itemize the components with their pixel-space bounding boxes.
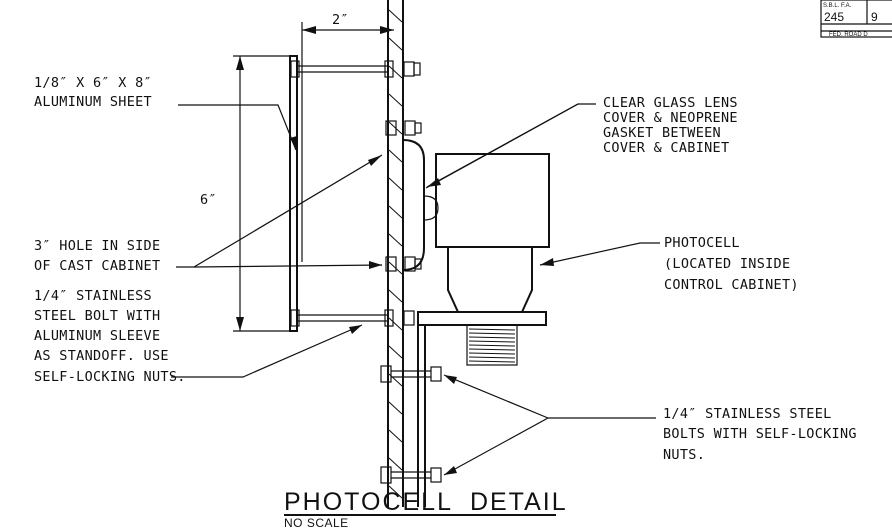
callout-standoff-bolt-line-1: 1/4″ STAINLESS <box>34 288 152 304</box>
lens-bolt-top-head <box>385 120 397 136</box>
callout-bolts-line-2: BOLTS WITH SELF-LOCKING <box>663 426 857 442</box>
callout-aluminum-sheet-line-2: ALUMINUM SHEET <box>34 94 152 110</box>
title-block-frame <box>820 0 892 38</box>
photocell <box>417 153 550 366</box>
standoff-bolt-bottom <box>290 309 415 327</box>
callout-lens-cover: CLEAR GLASS LENS COVER & NEOPRENE GASKET… <box>603 95 738 156</box>
photocell-threaded-base <box>466 324 518 366</box>
callout-aluminum-sheet-line-1: 1/8″ X 6″ X 8″ <box>34 75 152 91</box>
photocell-head <box>435 153 550 248</box>
callout-bolts: 1/4″ STAINLESS STEEL BOLTS WITH SELF-LOC… <box>663 406 857 463</box>
cabinet-wall <box>387 0 404 507</box>
title-block-state-label: S.B.L. F.A. <box>823 3 852 9</box>
drawing-title-text: PHOTOCELL DETAIL <box>284 488 568 516</box>
thread-line <box>468 336 516 339</box>
drawing-subtitle: NO SCALE <box>284 516 349 529</box>
callout-bolts-line-1: 1/4″ STAINLESS STEEL <box>663 406 832 422</box>
lower-bolt-2-head <box>380 466 392 484</box>
callout-standoff-bolt-line-5: SELF-LOCKING NUTS. <box>34 369 186 385</box>
hatch-line <box>388 37 403 51</box>
photocell-body <box>447 247 533 313</box>
leader-lens-cover <box>426 103 596 188</box>
hatch-line <box>388 177 403 191</box>
callout-cabinet-hole: 3″ HOLE IN SIDE OF CAST CABINET <box>34 238 160 274</box>
callout-lens-cover-line-1: CLEAR GLASS LENS <box>603 95 738 111</box>
hatch-line <box>388 485 403 499</box>
title-block-road-label: FED. ROAD D <box>829 32 868 38</box>
title-block-fragment: 9 <box>871 10 878 24</box>
lens-cover-outline <box>402 139 425 271</box>
dimension-width: 2″ <box>301 12 394 262</box>
aluminum-sheet-plate <box>289 55 298 332</box>
callout-standoff-bolt-line-2: STEEL BOLT WITH <box>34 308 160 324</box>
callout-standoff-bolt: 1/4″ STAINLESS STEEL BOLT WITH ALUMINUM … <box>34 288 186 385</box>
photocell-mount-bracket <box>417 311 547 326</box>
drawing-title: PHOTOCELL DETAIL NO SCALE <box>284 488 568 529</box>
leader-cabinet-hole-2 <box>193 264 383 268</box>
callout-standoff-bolt-line-4: AS STANDOFF. USE <box>34 348 169 364</box>
title-block: S.B.L. F.A. 245 9 FED. ROAD D <box>820 0 892 38</box>
leader-standoff-bolt <box>171 324 363 378</box>
photocell-threads <box>468 328 516 363</box>
cabinet-wall-hatching <box>388 9 403 499</box>
thread-line <box>468 340 516 343</box>
hatch-line <box>388 289 403 303</box>
callout-photocell-line-1: PHOTOCELL <box>664 235 740 251</box>
thread-line <box>468 356 516 359</box>
callout-aluminum-sheet: 1/8″ X 6″ X 8″ ALUMINUM SHEET <box>34 75 152 110</box>
leader-lines <box>171 103 660 476</box>
lower-mount <box>380 325 442 507</box>
title-block-number: 245 <box>824 10 844 24</box>
thread-line <box>468 360 516 363</box>
hatch-line <box>388 345 403 359</box>
callout-standoff-bolt-line-3: ALUMINUM SLEEVE <box>34 328 160 344</box>
hatch-line <box>388 149 403 163</box>
thread-line <box>468 332 516 335</box>
lens-cover <box>385 120 439 272</box>
callout-photocell: PHOTOCELL (LOCATED INSIDE CONTROL CABINE… <box>664 235 799 293</box>
callout-lens-cover-line-4: COVER & CABINET <box>603 140 729 156</box>
dimension-width-label: 2″ <box>332 12 349 28</box>
thread-line <box>468 348 516 351</box>
lower-bolt-1-head <box>380 365 392 383</box>
callout-lens-cover-line-2: COVER & NEOPRENE <box>603 110 738 126</box>
hatch-line <box>388 457 403 471</box>
standoff-bolt-top <box>290 60 421 78</box>
hatch-line <box>388 401 403 415</box>
thread-line <box>468 344 516 347</box>
callout-photocell-line-3: CONTROL CABINET) <box>664 277 799 293</box>
hatch-line <box>388 233 403 247</box>
leader-photocell <box>539 242 660 266</box>
aluminum-sheet <box>289 55 298 332</box>
callout-photocell-line-2: (LOCATED INSIDE <box>664 256 790 272</box>
callout-bolts-line-3: NUTS. <box>663 447 705 463</box>
dimension-height: 6″ <box>200 55 290 332</box>
hatch-line <box>388 429 403 443</box>
callout-cabinet-hole-line-1: 3″ HOLE IN SIDE <box>34 238 160 254</box>
leader-cabinet-hole-1 <box>176 154 383 268</box>
hatch-line <box>388 65 403 79</box>
hatch-line <box>388 93 403 107</box>
lens-bolt-bottom-head <box>385 256 397 272</box>
thread-line <box>468 328 516 331</box>
callout-lens-cover-line-3: GASKET BETWEEN <box>603 125 721 141</box>
hatch-line <box>388 9 403 23</box>
hatch-line <box>388 205 403 219</box>
dimension-height-label: 6″ <box>200 192 217 208</box>
callout-cabinet-hole-line-2: OF CAST CABINET <box>34 258 160 274</box>
leader-aluminum-sheet <box>178 104 297 151</box>
hatch-line <box>388 317 403 331</box>
thread-line <box>468 352 516 355</box>
